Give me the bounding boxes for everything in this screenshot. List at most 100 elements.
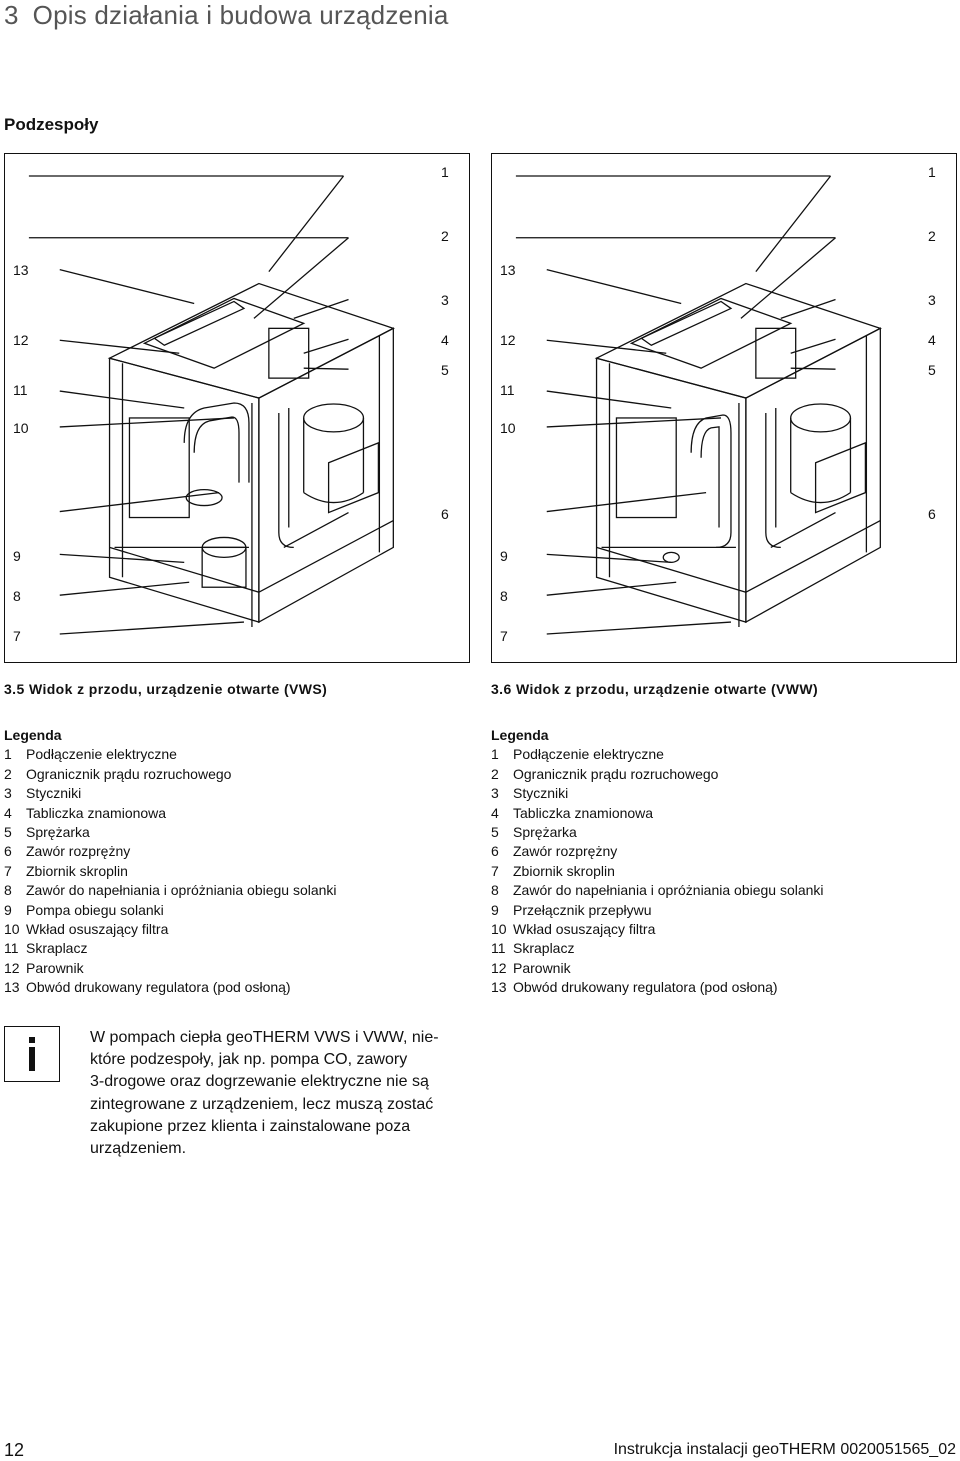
legend-text: Obwód drukowany regulatora (pod osłoną): [513, 979, 778, 996]
page-number: 12: [4, 1440, 25, 1460]
legend-number: 12: [491, 959, 507, 976]
legend-text: Skraplacz: [513, 940, 575, 957]
legend-number: 8: [4, 882, 12, 899]
callout-11: 11: [500, 382, 515, 398]
legend-text: Parownik: [26, 959, 84, 976]
legend-number: 7: [4, 862, 12, 879]
note-line: urządzeniem.: [90, 1140, 187, 1158]
callout-9: 9: [500, 548, 508, 564]
callout-1: 1: [441, 164, 449, 180]
legend-number: 5: [4, 824, 12, 841]
callout-12: 12: [13, 332, 29, 348]
callout-3: 3: [928, 292, 936, 308]
heat-pump-drawing-vww: [515, 175, 882, 635]
legend-item: 9 Pompa obiegu solanki: [4, 901, 337, 920]
callout-11: 11: [13, 382, 28, 398]
legend-number: 3: [491, 785, 499, 802]
info-note: W pompach ciepła geoTHERM VWS i VWW, nie…: [90, 1027, 470, 1160]
legend-number: 6: [491, 843, 499, 860]
legend-text: Pompa obiegu solanki: [26, 901, 164, 918]
legend-number: 10: [491, 921, 507, 938]
callout-9: 9: [13, 548, 21, 564]
callout-8: 8: [13, 588, 21, 604]
legend-number: 11: [491, 940, 506, 957]
section-heading: Podzespoły: [4, 115, 99, 134]
callout-10: 10: [13, 420, 29, 436]
callout-3: 3: [441, 292, 449, 308]
callout-2: 2: [928, 228, 936, 244]
legend-text: Zbiornik skroplin: [26, 862, 128, 879]
chapter-title-text: Opis działania i budowa urządzenia: [32, 0, 449, 30]
callout-7: 7: [13, 628, 21, 644]
legend-text: Skraplacz: [26, 940, 88, 957]
legend-number: 10: [4, 921, 20, 938]
legend-item: 5 Sprężarka: [4, 823, 337, 842]
figure-vww: 1 2 13 3 12 4 5 11 10 6 9 8 7: [491, 153, 957, 663]
legend-text: Tabliczka znamionowa: [26, 804, 167, 821]
legend-text: Przełącznik przepływu: [513, 901, 652, 918]
legend-number: 2: [491, 765, 499, 782]
legend-number: 12: [4, 959, 20, 976]
callout-5: 5: [928, 362, 936, 378]
callout-1: 1: [928, 164, 936, 180]
legend-number: 7: [491, 862, 499, 879]
chapter-number: 3: [4, 0, 19, 30]
legend-title: Legenda: [491, 727, 549, 743]
legend-item: 6 Zawór rozprężny: [491, 842, 824, 861]
callout-5: 5: [441, 362, 449, 378]
legend-number: 9: [4, 901, 12, 918]
callout-13: 13: [13, 262, 29, 278]
legend-number: 4: [491, 804, 499, 821]
legend-text: Parownik: [513, 959, 571, 976]
note-line: zakupione przez klienta i zainstalowane …: [90, 1117, 411, 1135]
legend-item: 7 Zbiornik skroplin: [4, 862, 337, 881]
legend-number: 11: [4, 940, 19, 957]
legend-text: Obwód drukowany regulatora (pod osłoną): [26, 979, 291, 996]
legend-number: 4: [4, 804, 12, 821]
legend-text: Zawór do napełniania i opróżniania obieg…: [26, 882, 337, 899]
legend-number: 1: [4, 746, 12, 763]
note-line: które podzespoły, jak np. pompa CO, zawo…: [90, 1051, 408, 1069]
legend-text: Sprężarka: [513, 824, 577, 841]
legend-text: Styczniki: [26, 785, 82, 802]
legend-text: Wkład osuszający filtra: [513, 921, 656, 938]
callout-8: 8: [500, 588, 508, 604]
legend-text: Zawór rozprężny: [513, 843, 618, 860]
legend-item: 12 Parownik: [4, 959, 337, 978]
legend-number: 9: [491, 901, 499, 918]
legend-item: 4 Tabliczka znamionowa: [491, 804, 824, 823]
legend-item: 10 Wkład osuszający filtra: [491, 920, 824, 939]
callout-4: 4: [441, 332, 449, 348]
callout-6: 6: [441, 506, 449, 522]
note-line: 3-drogowe oraz dogrzewanie elektryczne n…: [90, 1073, 429, 1091]
heat-pump-drawing-vws: [28, 175, 395, 635]
info-icon: [29, 1037, 35, 1071]
note-line: W pompach ciepła geoTHERM VWS i VWW, nie…: [90, 1029, 439, 1046]
legend-text: Podłączenie elektryczne: [26, 746, 177, 763]
legend-item: 11 Skraplacz: [4, 939, 337, 958]
legend-item: 8 Zawór do napełniania i opróżniania obie…: [4, 881, 337, 900]
legend-text: Ogranicznik prądu rozruchowego: [513, 765, 719, 782]
legend-text: Sprężarka: [26, 824, 90, 841]
legend-text: Podłączenie elektryczne: [513, 746, 664, 763]
document-reference: Instrukcja instalacji geoTHERM 002005156…: [613, 1441, 956, 1458]
legend-text: Zawór do napełniania i opróżniania obieg…: [513, 882, 824, 899]
figure-caption-vww: 3.6 Widok z przodu, urządzenie otwarte (…: [491, 681, 819, 697]
legend-title: Legenda: [4, 727, 62, 743]
callout-6: 6: [928, 506, 936, 522]
callout-4: 4: [928, 332, 936, 348]
callout-13: 13: [500, 262, 516, 278]
chapter-title: 3 Opis działania i budowa urządzenia: [4, 0, 449, 31]
legend-text: Tabliczka znamionowa: [513, 804, 654, 821]
